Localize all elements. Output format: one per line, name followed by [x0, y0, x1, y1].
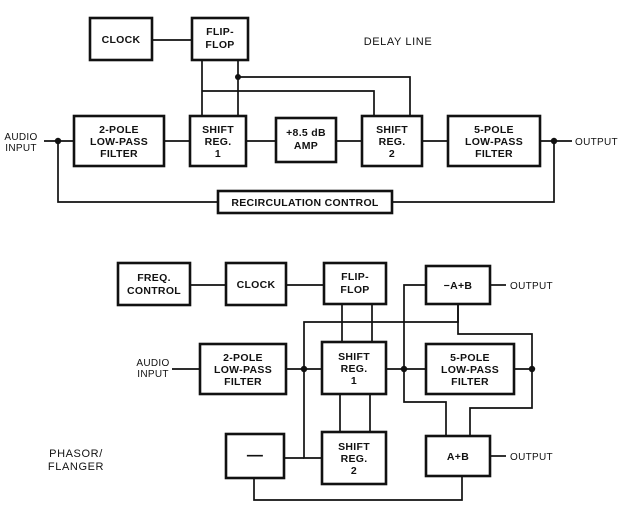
shift-reg-1-block: SHIFT REG. 1 [188, 114, 248, 168]
delay-line-wires [44, 39, 572, 203]
clock-label: CLOCK [102, 34, 141, 46]
audio-input-label-2: INPUT [5, 143, 37, 154]
flip-flop-label-1: FLIP- [206, 26, 234, 38]
phasor-flanger-diagram: FREQ. CONTROL CLOCK FLIP- FLOP −A+B OUTP… [48, 261, 553, 501]
delay-line-caption: DELAY LINE [364, 36, 433, 48]
recirculation-label: RECIRCULATION CONTROL [231, 197, 379, 209]
audio-input-label-1: AUDIO [4, 132, 37, 143]
filter-label-3: FILTER [451, 376, 489, 388]
shift-reg-label-3: 2 [389, 148, 395, 160]
shift-reg-label-3: 1 [351, 375, 357, 387]
junction-dot [235, 74, 241, 80]
shift-reg-label-3: 1 [215, 148, 221, 160]
shift-reg-2-block: SHIFT REG. 2 [320, 430, 388, 486]
audio-input-label-1: AUDIO [136, 358, 169, 369]
filter-label-1: 2-POLE [99, 124, 139, 136]
junction-dot [400, 365, 408, 373]
shift-reg-2-block: SHIFT REG. 2 [360, 114, 424, 168]
output-label: OUTPUT [510, 452, 553, 463]
filter-label-3: FILTER [475, 148, 513, 160]
filter-label-1: 5-POLE [450, 352, 490, 364]
shift-reg-label-1: SHIFT [338, 441, 370, 453]
flip-flop-label-1: FLIP- [341, 271, 369, 283]
filter-label-3: FILTER [100, 148, 138, 160]
shift-reg-label-2: REG. [205, 136, 232, 148]
two-pole-filter-block: 2-POLE LOW-PASS FILTER [198, 342, 288, 396]
two-pole-filter-block: 2-POLE LOW-PASS FILTER [72, 114, 166, 168]
freq-control-label-1: FREQ. [137, 272, 171, 284]
inverter-block: — [224, 432, 286, 480]
shift-reg-label-2: REG. [341, 363, 368, 375]
filter-label-2: LOW-PASS [441, 364, 499, 376]
shift-reg-label-1: SHIFT [338, 351, 370, 363]
five-pole-filter-block: 5-POLE LOW-PASS FILTER [424, 342, 516, 396]
junction-dot [54, 137, 62, 145]
shift-reg-1-block: SHIFT REG. 1 [320, 340, 388, 396]
inverter-label: — [247, 447, 263, 464]
clock-label: CLOCK [237, 279, 276, 291]
shift-reg-label-2: REG. [341, 453, 368, 465]
flip-flop-block: FLIP- FLOP [322, 261, 388, 306]
amp-label-1: +8.5 dB [286, 127, 326, 139]
junction-dot [550, 137, 558, 145]
flip-flop-block: FLIP- FLOP [190, 16, 250, 62]
output-label: OUTPUT [510, 281, 553, 292]
junction-dot [300, 365, 308, 373]
shift-reg-label-1: SHIFT [202, 124, 234, 136]
delay-line-diagram: CLOCK FLIP- FLOP DELAY LINE AUDIO INPUT … [4, 16, 618, 215]
filter-label-2: LOW-PASS [90, 136, 148, 148]
junction-dot [528, 365, 536, 373]
filter-label-2: LOW-PASS [214, 364, 272, 376]
output-label: OUTPUT [575, 137, 618, 148]
a-plus-b-label: A+B [447, 451, 469, 463]
phasor-caption-1: PHASOR/ [49, 448, 103, 460]
phasor-caption-2: FLANGER [48, 461, 104, 473]
flip-flop-label-2: FLOP [205, 39, 234, 51]
five-pole-filter-block: 5-POLE LOW-PASS FILTER [446, 114, 542, 168]
a-plus-b-block: A+B [424, 434, 492, 478]
recirculation-control-block: RECIRCULATION CONTROL [216, 189, 394, 215]
minus-a-plus-b-label: −A+B [444, 280, 473, 292]
shift-reg-label-2: REG. [379, 136, 406, 148]
freq-control-block: FREQ. CONTROL [116, 261, 192, 307]
flip-flop-label-2: FLOP [340, 284, 369, 296]
filter-label-2: LOW-PASS [465, 136, 523, 148]
amp-block: +8.5 dB AMP [274, 116, 338, 164]
filter-label-3: FILTER [224, 376, 262, 388]
amp-label-2: AMP [294, 140, 318, 152]
clock-block: CLOCK [224, 261, 288, 307]
freq-control-label-2: CONTROL [127, 285, 181, 297]
filter-label-1: 2-POLE [223, 352, 263, 364]
shift-reg-label-3: 2 [351, 465, 357, 477]
minus-a-plus-b-block: −A+B [424, 264, 492, 306]
phasor-wires [172, 284, 533, 501]
shift-reg-label-1: SHIFT [376, 124, 408, 136]
clock-block: CLOCK [88, 16, 154, 62]
audio-input-label-2: INPUT [137, 369, 169, 380]
filter-label-1: 5-POLE [474, 124, 514, 136]
